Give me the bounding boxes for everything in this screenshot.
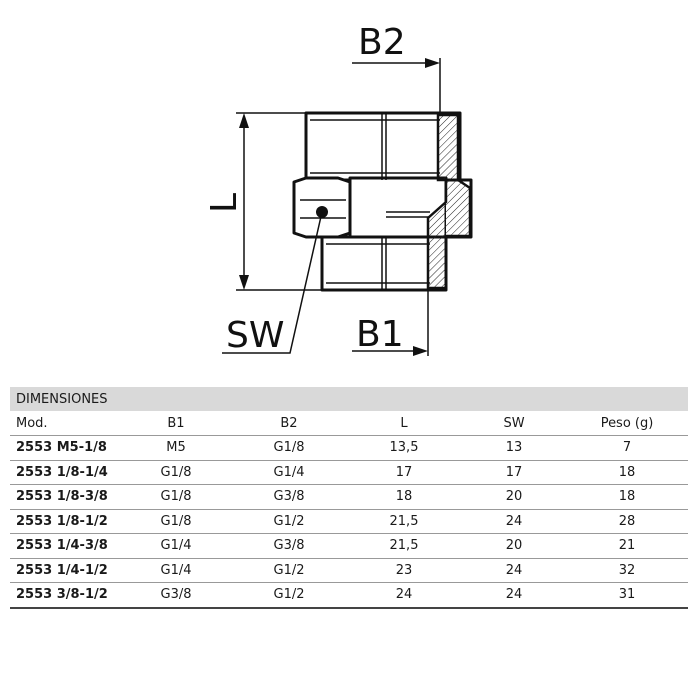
column-header-mod: Mod. xyxy=(10,411,120,436)
cell-peso: 31 xyxy=(566,582,689,609)
cell-l: 13,5 xyxy=(346,435,462,461)
label-sw: SW xyxy=(226,315,284,356)
cell-mod: 2553 3/8-1/2 xyxy=(10,582,120,609)
cell-sw: 13 xyxy=(462,435,566,461)
dimensions-table-container: DIMENSIONES Mod. B1 B2 L SW Peso (g) 255… xyxy=(10,387,689,609)
cell-peso: 32 xyxy=(566,558,689,583)
cell-l: 17 xyxy=(346,460,462,485)
thread-lines xyxy=(300,113,440,290)
cell-l: 23 xyxy=(346,558,462,583)
cell-b1: G1/8 xyxy=(120,460,232,485)
cell-mod: 2553 1/4-3/8 xyxy=(10,533,120,559)
cell-mod: 2553 1/8-3/8 xyxy=(10,484,120,510)
cell-l: 18 xyxy=(346,484,462,510)
cell-b2: G1/2 xyxy=(232,509,346,534)
section-header-row: DIMENSIONES xyxy=(10,387,689,411)
column-header-row: Mod. B1 B2 L SW Peso (g) xyxy=(10,411,689,436)
cell-peso: 7 xyxy=(566,435,689,461)
cell-sw: 24 xyxy=(462,582,566,609)
column-header-l: L xyxy=(346,411,462,436)
cell-b2: G1/2 xyxy=(232,558,346,583)
cell-b1: M5 xyxy=(120,435,232,461)
cell-b1: G1/4 xyxy=(120,533,232,559)
column-header-b1: B1 xyxy=(120,411,232,436)
cell-mod: 2553 1/8-1/2 xyxy=(10,509,120,534)
label-b1: B1 xyxy=(356,314,404,355)
section-hatch xyxy=(426,113,472,290)
cell-l: 24 xyxy=(346,582,462,609)
cell-b2: G1/2 xyxy=(232,582,346,609)
cell-b1: G1/8 xyxy=(120,509,232,534)
cell-sw: 17 xyxy=(462,460,566,485)
cell-peso: 18 xyxy=(566,460,689,485)
column-header-b2: B2 xyxy=(232,411,346,436)
cell-b1: G3/8 xyxy=(120,582,232,609)
cell-mod: 2553 1/8-1/4 xyxy=(10,460,120,485)
cell-sw: 20 xyxy=(462,533,566,559)
dimension-l xyxy=(236,112,322,291)
dimension-b2 xyxy=(352,58,441,115)
dimensions-table: DIMENSIONES Mod. B1 B2 L SW Peso (g) 255… xyxy=(10,387,689,609)
cell-b2: G1/8 xyxy=(232,435,346,461)
column-header-sw: SW xyxy=(462,411,566,436)
cell-l: 21,5 xyxy=(346,533,462,559)
section-title: DIMENSIONES xyxy=(10,387,689,411)
cell-peso: 18 xyxy=(566,484,689,510)
cell-b2: G1/4 xyxy=(232,460,346,485)
cell-b2: G3/8 xyxy=(232,484,346,510)
cell-sw: 24 xyxy=(462,558,566,583)
dimension-b1 xyxy=(352,290,429,356)
label-b2: B2 xyxy=(358,22,406,63)
technical-drawing: B2 L SW B1 xyxy=(204,22,473,356)
cell-l: 21,5 xyxy=(346,509,462,534)
cell-mod: 2553 1/4-1/2 xyxy=(10,558,120,583)
cell-sw: 24 xyxy=(462,509,566,534)
cell-b1: G1/4 xyxy=(120,558,232,583)
cell-b1: G1/8 xyxy=(120,484,232,510)
column-header-peso: Peso (g) xyxy=(566,411,689,436)
cell-mod: 2553 M5-1/8 xyxy=(10,435,120,461)
sw-leader xyxy=(222,211,323,354)
cell-peso: 28 xyxy=(566,509,689,534)
label-l: L xyxy=(204,193,245,213)
cell-sw: 20 xyxy=(462,484,566,510)
cell-peso: 21 xyxy=(566,533,689,559)
cell-b2: G3/8 xyxy=(232,533,346,559)
